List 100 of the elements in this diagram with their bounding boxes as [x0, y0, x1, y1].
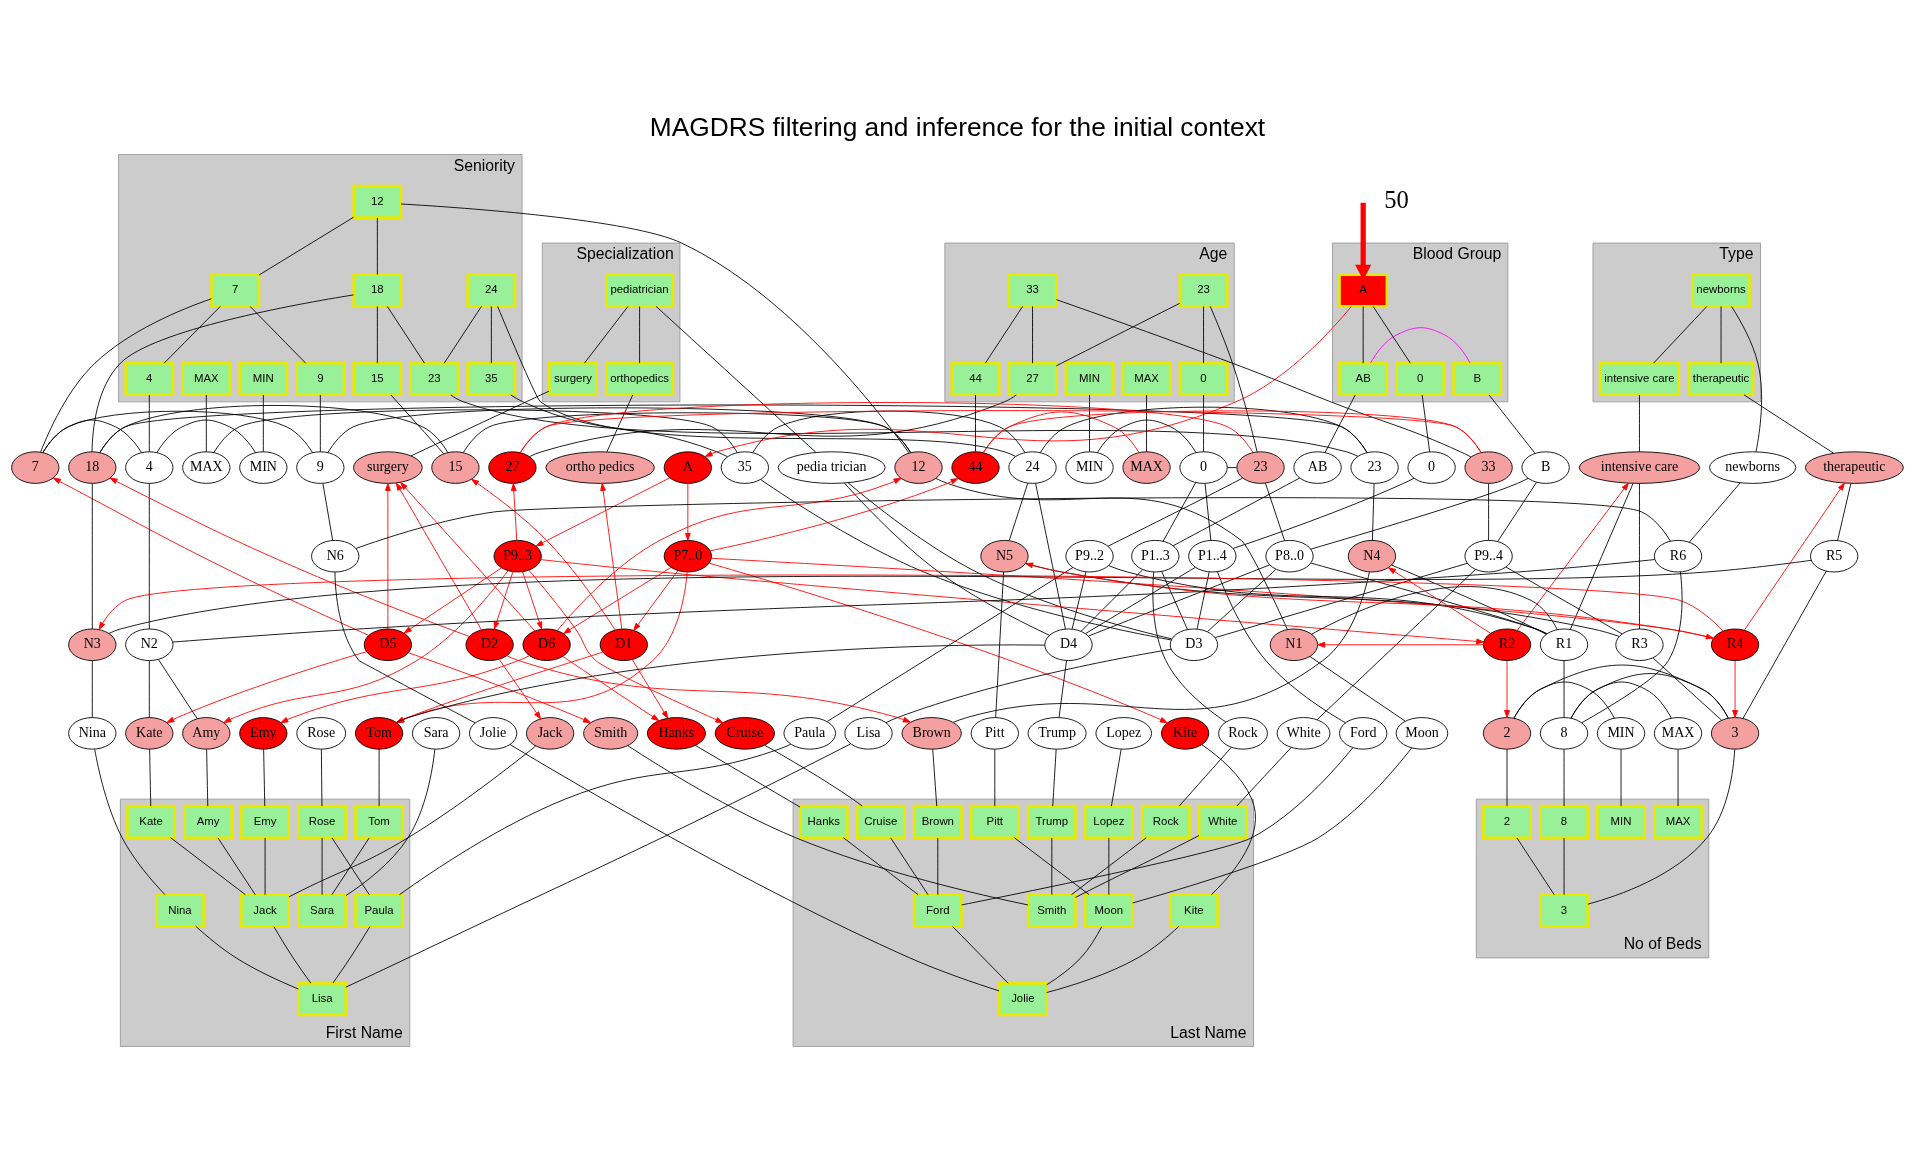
- node-ellipse: N3: [68, 628, 117, 661]
- node-box: A: [1338, 272, 1389, 308]
- node-box: surgery: [547, 361, 598, 396]
- node-ellipse: newborns: [1709, 450, 1797, 484]
- node-ellipse: Pitt: [970, 716, 1019, 750]
- connector: [40, 297, 212, 452]
- node-box: Rock: [1140, 804, 1191, 839]
- arrow: [535, 477, 670, 546]
- connector: [163, 305, 221, 364]
- node-box: pediatrician: [604, 272, 675, 308]
- connector: [1035, 482, 1066, 629]
- node-ellipse: Trump: [1027, 716, 1087, 750]
- node-ellipse: MAX: [1122, 450, 1171, 484]
- connector: [148, 659, 150, 718]
- node-ellipse: D1: [599, 628, 648, 661]
- connector: [1316, 568, 1477, 720]
- connector: [1265, 482, 1285, 541]
- connector: [935, 477, 1288, 630]
- node-ellipse: R1: [1539, 628, 1589, 661]
- connector: [1652, 657, 1722, 720]
- node-ellipse: B: [1521, 450, 1570, 484]
- node-box: therapeutic: [1687, 361, 1755, 396]
- connector: [1563, 748, 1565, 807]
- node-box: Cruise: [855, 804, 906, 839]
- arrow: [528, 569, 724, 723]
- connector: [334, 571, 476, 723]
- node-ellipse: 0: [1407, 450, 1456, 484]
- node-ellipse: R3: [1615, 628, 1664, 661]
- connector: [320, 748, 323, 807]
- connector: [1152, 571, 1227, 722]
- connector: [1587, 748, 1736, 905]
- connector: [263, 748, 266, 807]
- node-box: 3: [1539, 892, 1590, 928]
- node-box: Amy: [183, 804, 234, 839]
- arrow: [704, 305, 1352, 457]
- node-box: Emy: [240, 804, 291, 839]
- arrow: [395, 482, 482, 630]
- connector: [1201, 743, 1256, 895]
- arrow: [540, 558, 1485, 644]
- connector: [1639, 482, 1640, 629]
- node-box: 2: [1482, 804, 1533, 839]
- connector: [249, 305, 307, 364]
- connector: [1203, 394, 1204, 452]
- connector: [1371, 482, 1375, 541]
- connector: [1639, 394, 1640, 452]
- node-ellipse: surgery: [353, 450, 423, 484]
- connector: [331, 837, 370, 895]
- connector: [639, 305, 641, 364]
- connector: [205, 394, 207, 452]
- node-box: MIN: [1596, 804, 1647, 839]
- connector: [172, 558, 1656, 642]
- connector: [1075, 834, 1200, 898]
- connector: [410, 390, 550, 456]
- connector: [1421, 394, 1431, 452]
- connector: [273, 925, 312, 984]
- connector: [262, 394, 264, 452]
- connector: [213, 408, 738, 453]
- connector: [497, 305, 1016, 457]
- node-box: MAX: [1653, 804, 1704, 839]
- node-box: Tom: [354, 804, 405, 839]
- connector: [91, 659, 93, 718]
- arrow: [631, 658, 669, 719]
- connector: [1236, 746, 1292, 806]
- connector: [1204, 482, 1212, 541]
- node-box: 24: [466, 272, 517, 308]
- arrow: [510, 482, 518, 541]
- node-ellipse: AB: [1293, 450, 1342, 484]
- connector: [1108, 837, 1110, 895]
- connector: [760, 478, 1172, 640]
- arrow: [403, 566, 502, 633]
- arrow: [1732, 659, 1738, 718]
- node-box: newborns: [1691, 272, 1751, 308]
- connector: [399, 743, 792, 895]
- connector: [376, 305, 378, 364]
- node-box: Kate: [126, 804, 177, 839]
- node-ellipse: 2: [1482, 716, 1532, 750]
- connector: [1085, 566, 1196, 634]
- connector: [462, 411, 912, 453]
- node-box: Trump: [1026, 804, 1077, 839]
- connector: [1516, 837, 1555, 895]
- connector: [1309, 655, 1406, 721]
- connector: [847, 481, 1173, 639]
- connector: [982, 409, 1482, 453]
- node-ellipse: N5: [980, 539, 1029, 572]
- connector: [1310, 562, 1547, 634]
- arrow: [1388, 566, 1491, 634]
- node-box: Moon: [1083, 892, 1134, 928]
- connector: [1172, 477, 1301, 546]
- node-box: Sara: [297, 892, 348, 928]
- connector: [1731, 305, 1762, 452]
- connector: [108, 559, 1812, 634]
- node-box: AB: [1338, 361, 1389, 396]
- connector: [1209, 305, 1258, 452]
- arrow: [562, 655, 660, 721]
- node-ellipse: 23: [1350, 450, 1399, 484]
- connector: [655, 305, 817, 453]
- node-box: MAX: [1121, 361, 1172, 396]
- connector: [1146, 394, 1147, 452]
- connector: [952, 571, 1370, 723]
- connector: [156, 419, 256, 453]
